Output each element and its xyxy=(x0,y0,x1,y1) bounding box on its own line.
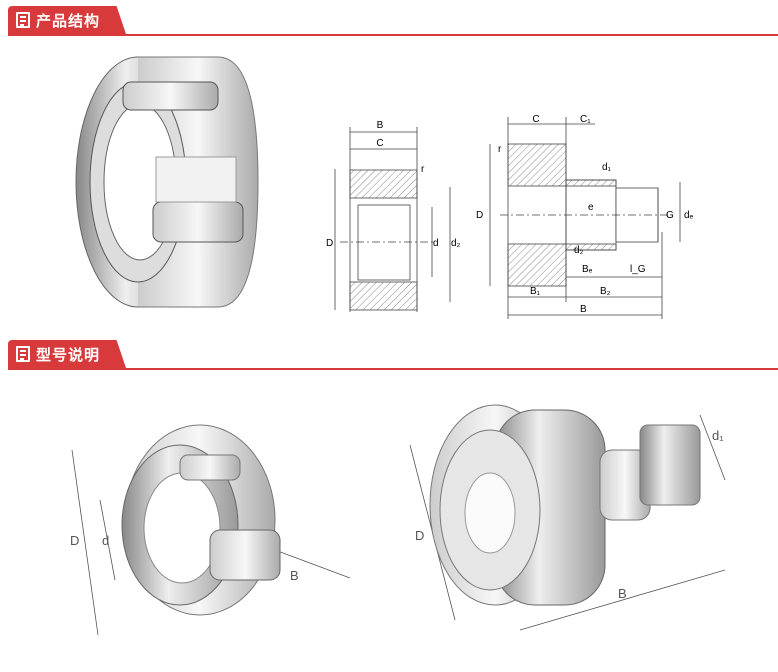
section-header-structure: 产品结构 xyxy=(0,6,778,36)
dim-label-d2: d₂ xyxy=(451,238,461,249)
dim-label-B: B xyxy=(290,568,299,583)
dim-label-r: r xyxy=(421,164,425,175)
dim-label-Be: Bₑ xyxy=(582,264,593,275)
section-tab: 型号说明 xyxy=(8,340,126,368)
dim-label-D: D xyxy=(415,528,424,543)
document-list-icon xyxy=(16,12,30,28)
dim-label-D: D xyxy=(476,210,483,221)
dim-label-lG: l_G xyxy=(630,264,646,275)
dim-label-d2: d₂ xyxy=(574,245,584,256)
dim-label-e: e xyxy=(588,202,594,213)
section-divider xyxy=(8,34,778,36)
cross-section-drawing-2: C C₁ r D d₁ e G dₑ d₂ Bₑ l_G B₁ B₂ B xyxy=(476,114,694,319)
dim-label-C: C xyxy=(532,114,539,125)
dim-label-d: d xyxy=(433,238,439,249)
dim-label-B2: B₂ xyxy=(600,286,611,297)
document-list-icon xyxy=(16,346,30,362)
dim-label-B: B xyxy=(377,120,384,131)
section-title: 型号说明 xyxy=(36,346,101,364)
dim-label-D: D xyxy=(70,533,79,548)
dim-label-d1: d₁ xyxy=(602,162,612,173)
dim-label-G: G xyxy=(666,210,674,221)
section-header-model: 型号说明 xyxy=(0,340,778,370)
cross-section-drawing-1: B C r D d d₂ xyxy=(326,120,461,312)
dim-label-B: B xyxy=(618,586,627,601)
dim-label-d1: d₁ xyxy=(712,428,724,443)
bearing-illustration-1: D d B xyxy=(70,424,351,636)
bearing-illustration-2: D B d₁ xyxy=(409,404,726,631)
section-divider xyxy=(8,368,778,370)
dim-label-r: r xyxy=(498,144,502,155)
dim-label-d: d xyxy=(102,533,109,548)
section-tab: 产品结构 xyxy=(8,6,126,34)
dim-label-B1: B₁ xyxy=(530,286,541,297)
dim-label-C1: C₁ xyxy=(580,114,591,125)
section-title: 产品结构 xyxy=(36,12,101,30)
dim-label-B: B xyxy=(580,304,587,315)
dim-label-C: C xyxy=(376,138,383,149)
dim-label-D: D xyxy=(326,238,333,249)
bearing-photo xyxy=(75,56,259,308)
dim-label-de: dₑ xyxy=(684,210,694,221)
